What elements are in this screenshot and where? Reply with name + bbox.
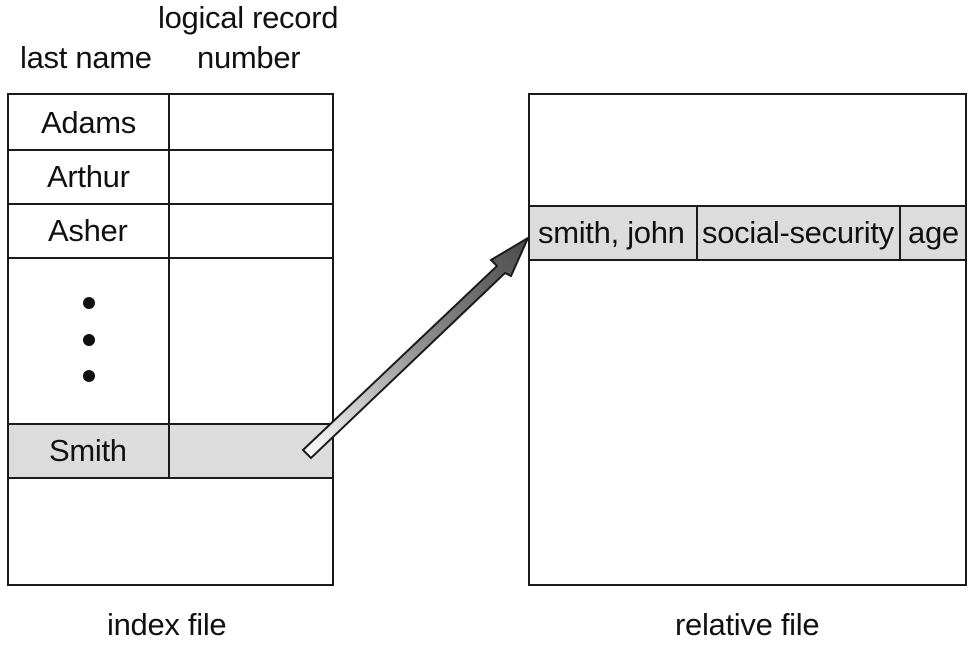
ellipsis-dot xyxy=(83,334,95,346)
caption-relative-file: relative file xyxy=(675,607,820,642)
relative-record-row: smith, john social-security age xyxy=(530,205,965,261)
index-row-smith: Smith xyxy=(9,423,332,479)
record-field-divider xyxy=(899,207,901,261)
ellipsis-dot xyxy=(83,297,95,309)
index-name-cell: Asher xyxy=(48,213,128,248)
header-logical-record-line1: logical record xyxy=(158,0,339,35)
header-last-name: last name xyxy=(20,40,152,75)
index-name-cell: Adams xyxy=(41,105,136,140)
index-row-asher: Asher xyxy=(9,205,332,259)
header-logical-record-line2: number xyxy=(197,40,301,75)
index-file-table: Adams Arthur Asher Smith xyxy=(7,93,334,586)
relative-file-table: smith, john social-security age xyxy=(528,93,967,586)
index-row-arthur: Arthur xyxy=(9,151,332,205)
record-field-social-security: social-security xyxy=(702,215,894,250)
ellipsis-dot xyxy=(83,370,95,382)
record-field-age: age xyxy=(908,215,959,250)
index-name-cell: Smith xyxy=(49,433,127,468)
index-name-cell: Arthur xyxy=(47,159,130,194)
caption-index-file: index file xyxy=(107,607,227,642)
record-field-name: smith, john xyxy=(538,215,685,250)
record-field-divider xyxy=(696,207,698,261)
arrow-shape xyxy=(301,235,531,460)
index-column-divider xyxy=(168,95,170,477)
index-row-adams: Adams xyxy=(9,95,332,151)
